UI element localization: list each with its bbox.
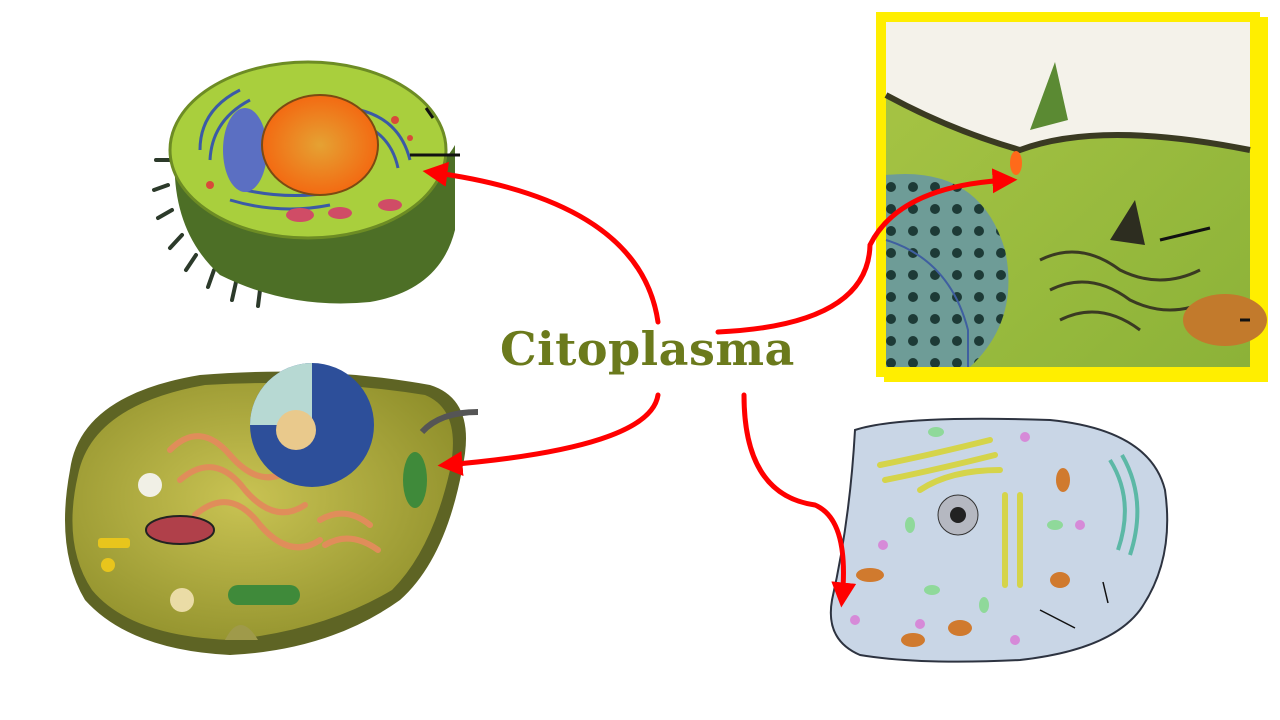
cell-3d-olive: [65, 363, 479, 655]
arrow-to-cell-diagram: [741, 392, 857, 608]
cell-diagram-blue: [829, 417, 1169, 663]
cell-detail-zoom: [876, 12, 1268, 382]
cell-cross-section-green: [152, 60, 460, 308]
diagram-title: Citoplasma: [500, 322, 795, 376]
arrow-to-cell-cross-section: [422, 161, 661, 325]
arrow-to-cell-3d: [437, 392, 661, 477]
arrows: [422, 161, 1018, 608]
arrow-to-cell-detail-zoom: [715, 168, 1018, 335]
